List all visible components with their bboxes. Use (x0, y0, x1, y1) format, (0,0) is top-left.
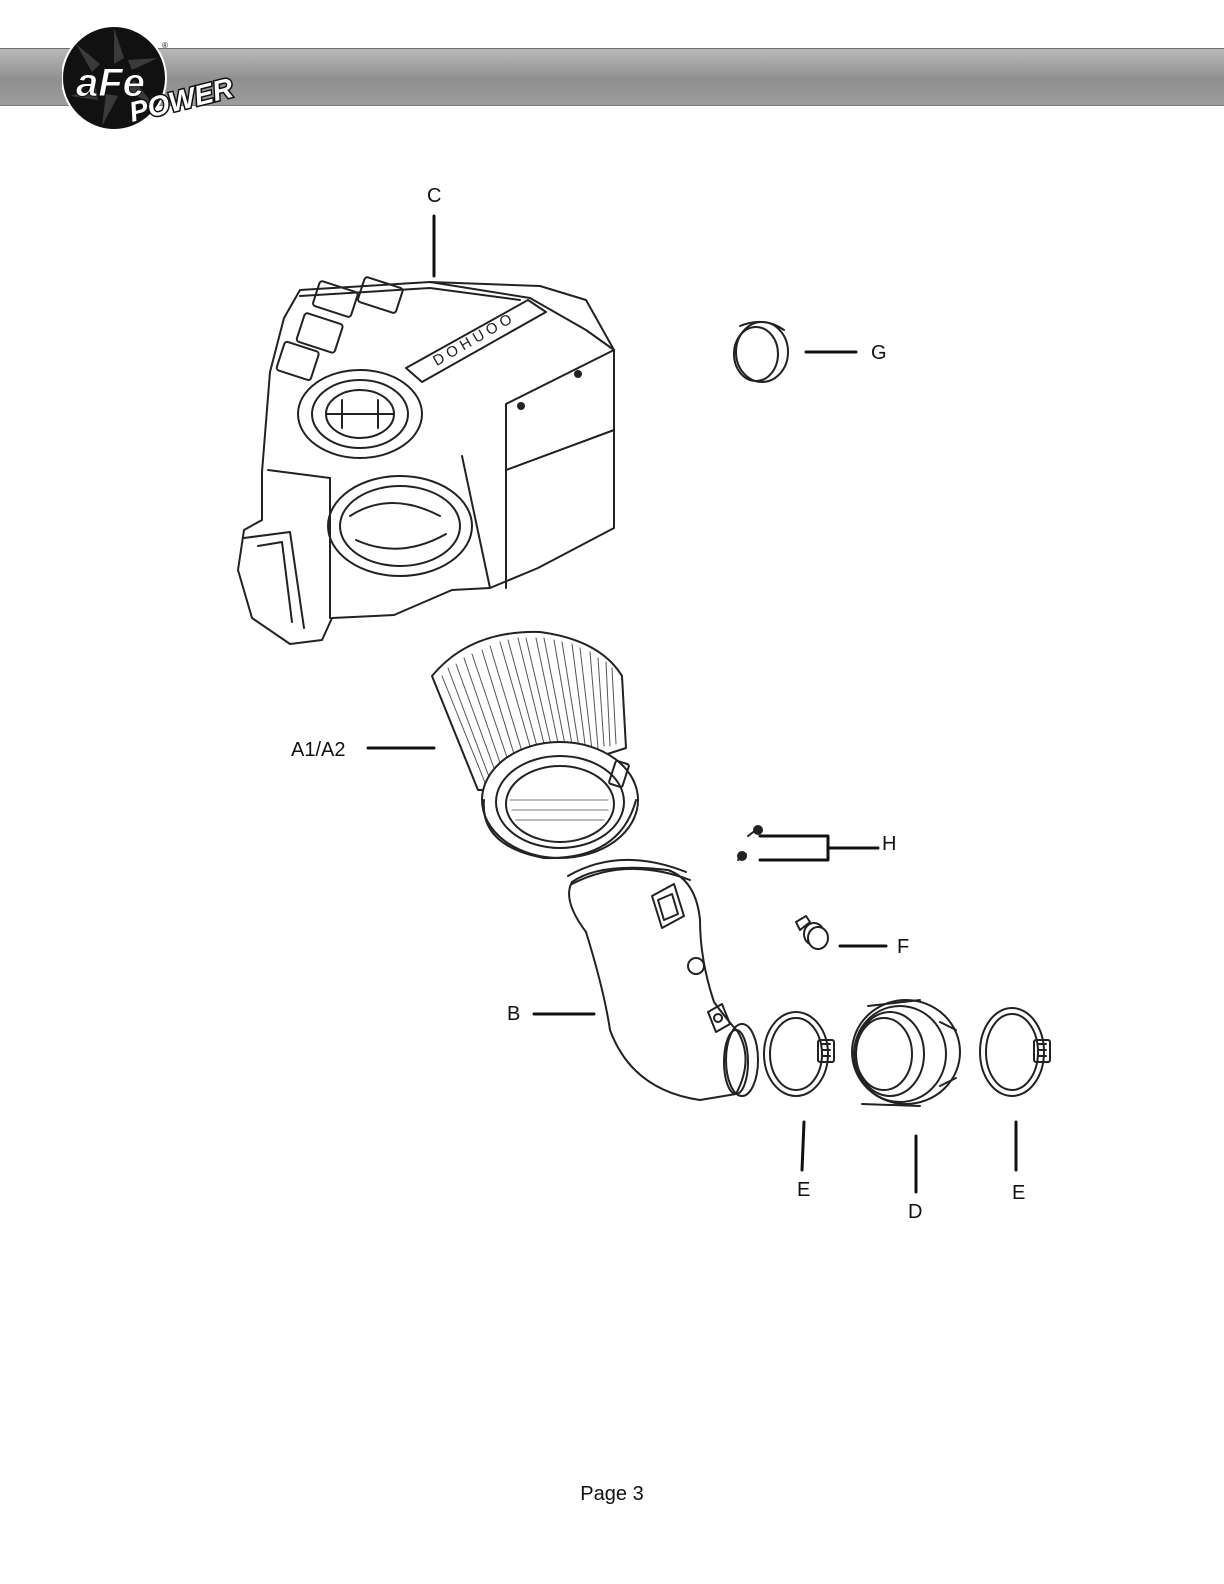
part-c-airbox: D O H U O O (237, 276, 615, 645)
page-number: Page 3 (580, 1483, 644, 1505)
label-f: F (897, 936, 910, 958)
logo-afe-text: aFe (76, 61, 145, 105)
part-e-right-clamp (979, 1007, 1051, 1097)
label-d: D (908, 1201, 923, 1223)
label-a1-a2: A1/A2 (291, 739, 346, 761)
leader-h (758, 834, 880, 862)
callout-lines (366, 214, 1018, 1194)
part-h-screws (737, 825, 763, 861)
label-g: G (871, 342, 887, 364)
part-g-cap (733, 320, 789, 383)
logo-registered-mark: ® (162, 41, 168, 50)
part-f-fitting (795, 915, 829, 950)
logo-aperture-icon (70, 28, 158, 126)
part-b-tube (567, 859, 759, 1101)
label-c: C (427, 185, 442, 207)
header-bar (0, 48, 1224, 106)
part-a-filter (431, 630, 639, 860)
label-h: H (882, 833, 897, 855)
leader-e-left (800, 1120, 806, 1172)
part-e-left-clamp (763, 1011, 835, 1097)
part-d-coupler (851, 999, 961, 1107)
label-e-left: E (797, 1179, 811, 1201)
logo-disc (62, 26, 166, 130)
afe-power-logo: aFe ® POWER (62, 25, 238, 131)
label-b: B (507, 1003, 521, 1025)
label-e-right: E (1012, 1182, 1026, 1204)
